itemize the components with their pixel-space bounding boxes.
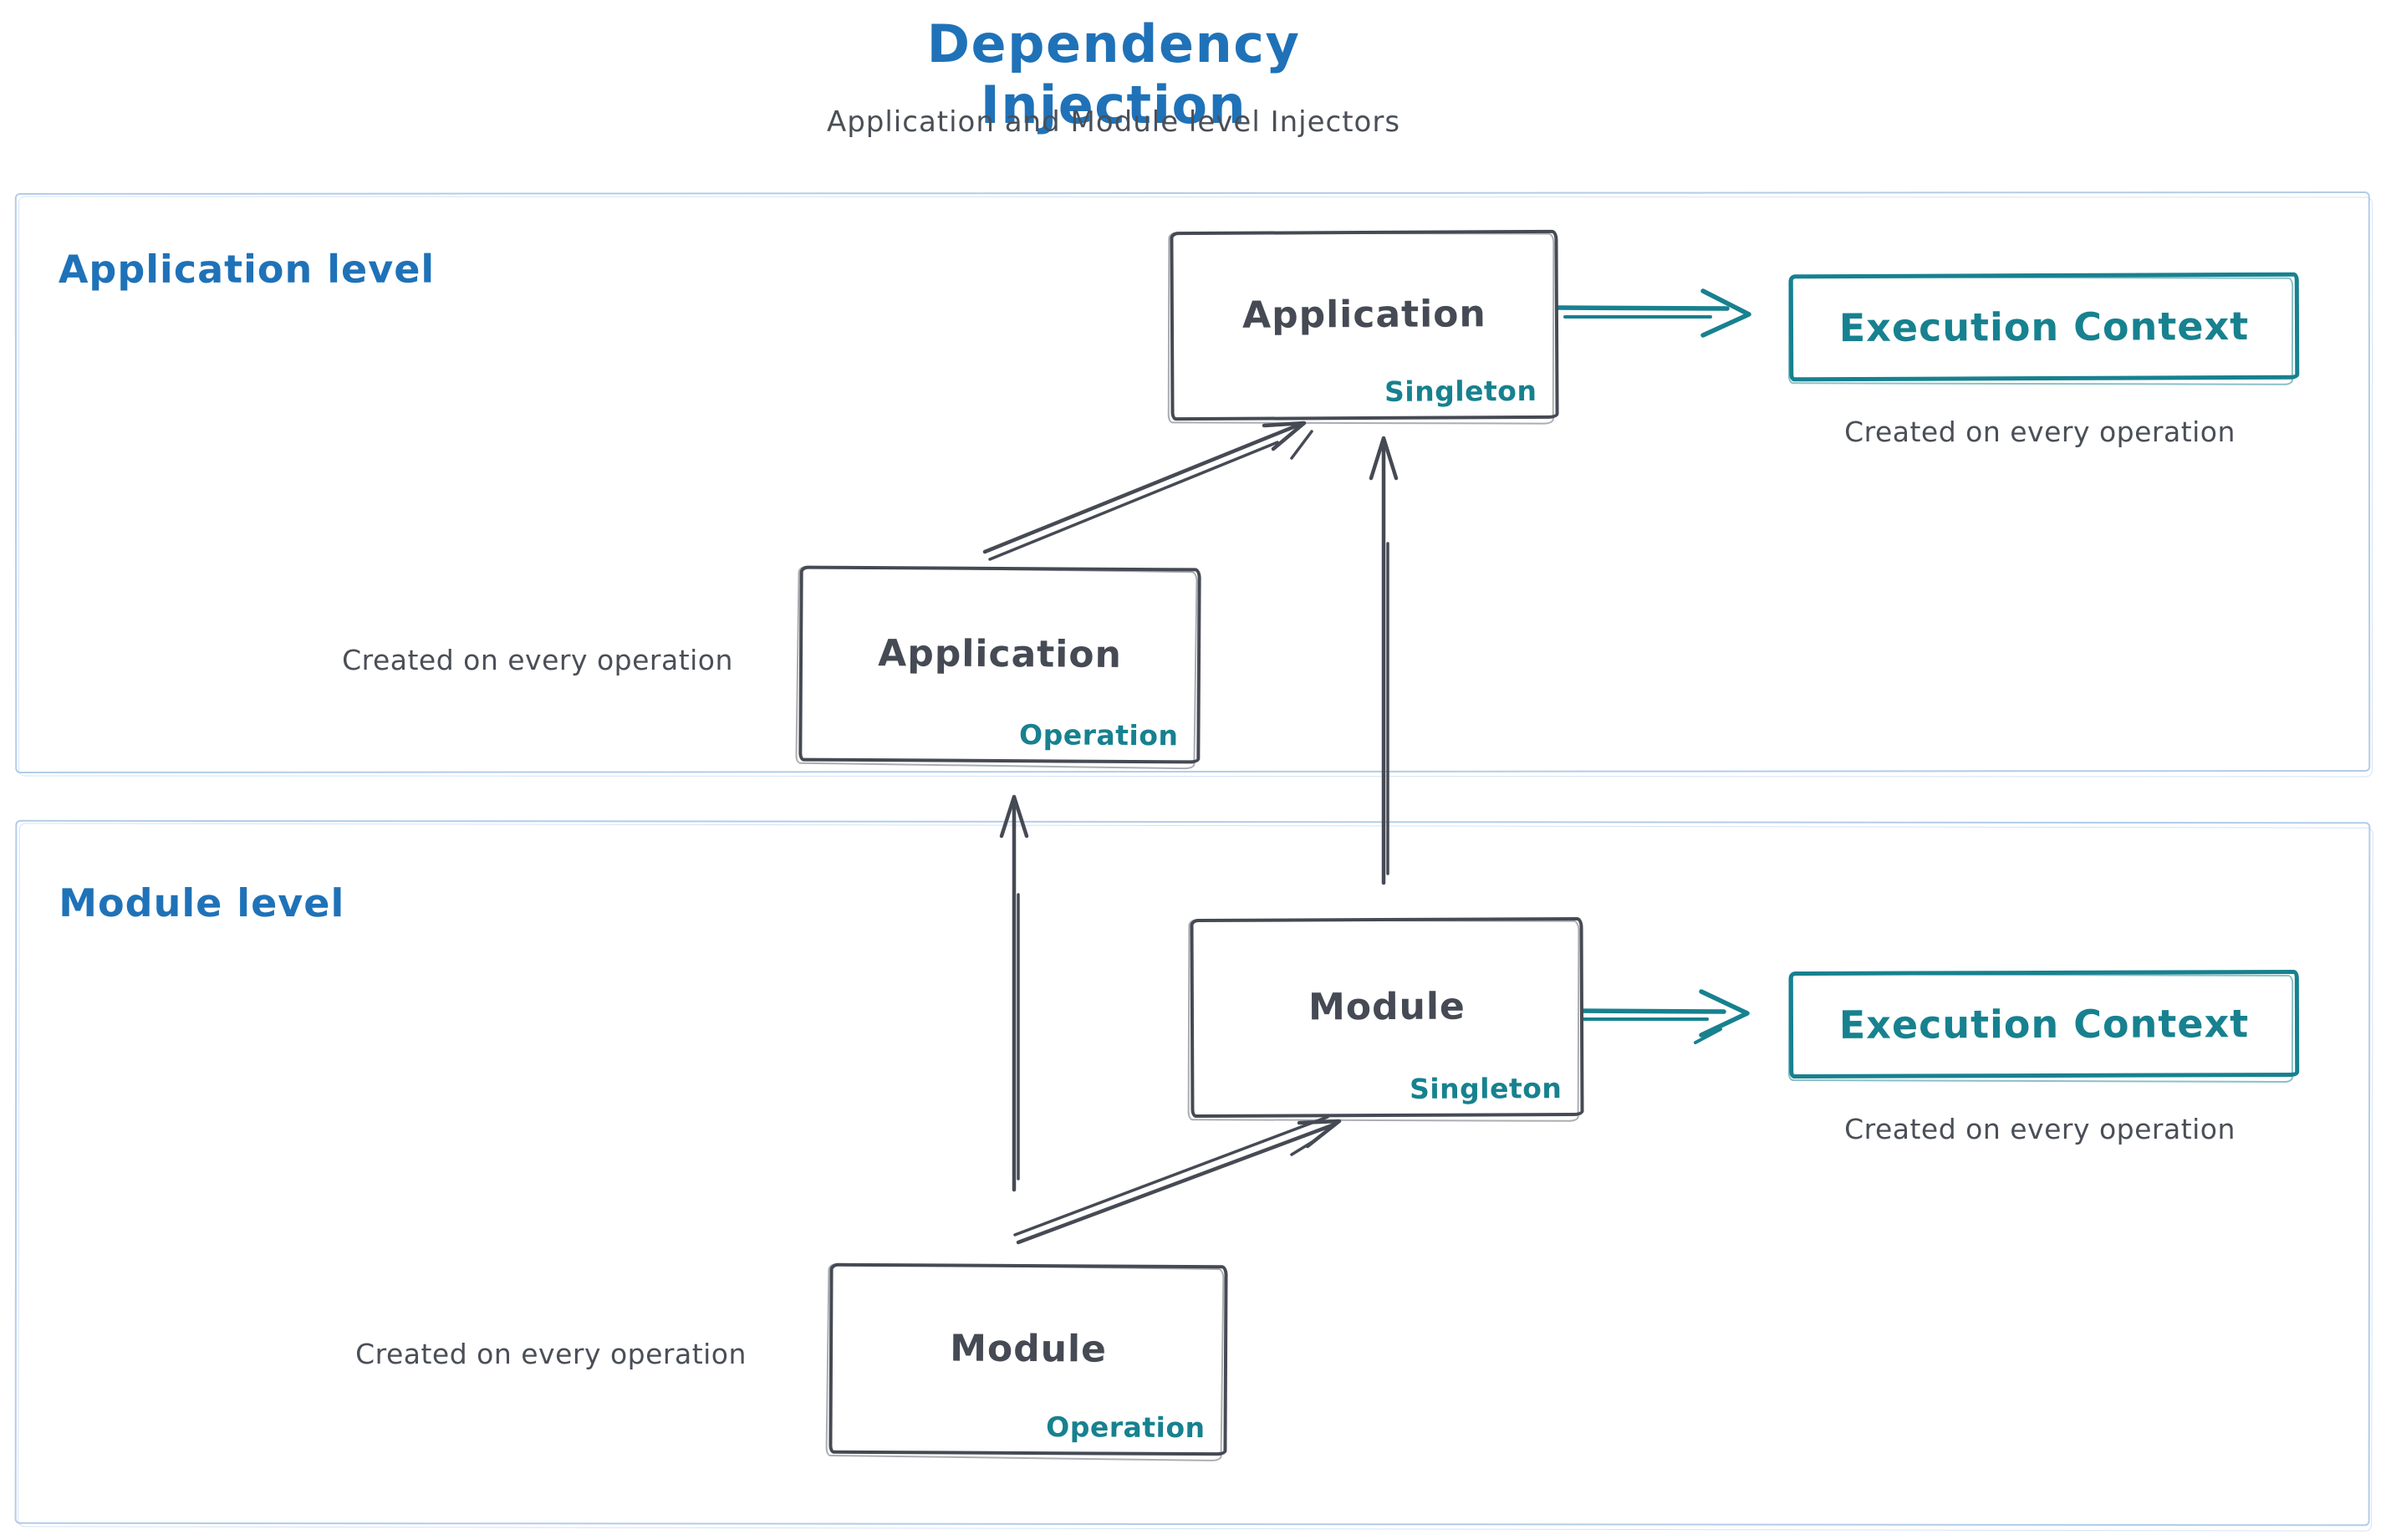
module-execution-context-title: Execution Context: [1838, 1001, 2250, 1048]
module-singleton-scope: Singleton: [1409, 1072, 1563, 1105]
application-singleton-title: Application: [1241, 292, 1486, 337]
application-operation-caption: Created on every operation: [342, 644, 733, 676]
module-singleton-title: Module: [1308, 985, 1466, 1028]
module-execution-context-caption: Created on every operation: [1844, 1113, 2236, 1145]
application-operation-box: Application Operation: [798, 565, 1201, 764]
module-level-label: Module level: [59, 880, 345, 926]
application-operation-scope: Operation: [1019, 718, 1179, 752]
module-operation-title: Module: [950, 1327, 1108, 1370]
application-singleton-box: Application Singleton: [1170, 229, 1559, 421]
application-level-label: Application level: [58, 246, 436, 292]
application-execution-context-caption: Created on every operation: [1844, 416, 2236, 448]
module-operation-scope: Operation: [1046, 1410, 1206, 1445]
application-execution-context-box: Execution Context: [1788, 272, 2300, 382]
module-operation-caption: Created on every operation: [355, 1338, 747, 1370]
application-execution-context-title: Execution Context: [1838, 303, 2250, 351]
application-operation-title: Application: [878, 631, 1123, 676]
application-singleton-scope: Singleton: [1384, 374, 1537, 408]
page-subtitle: Application and Module level Injectors: [826, 105, 1401, 139]
module-singleton-box: Module Singleton: [1190, 916, 1584, 1119]
module-operation-box: Module Operation: [828, 1262, 1228, 1456]
module-execution-context-box: Execution Context: [1788, 969, 2300, 1079]
page-title: Dependency Injection: [926, 13, 1301, 135]
